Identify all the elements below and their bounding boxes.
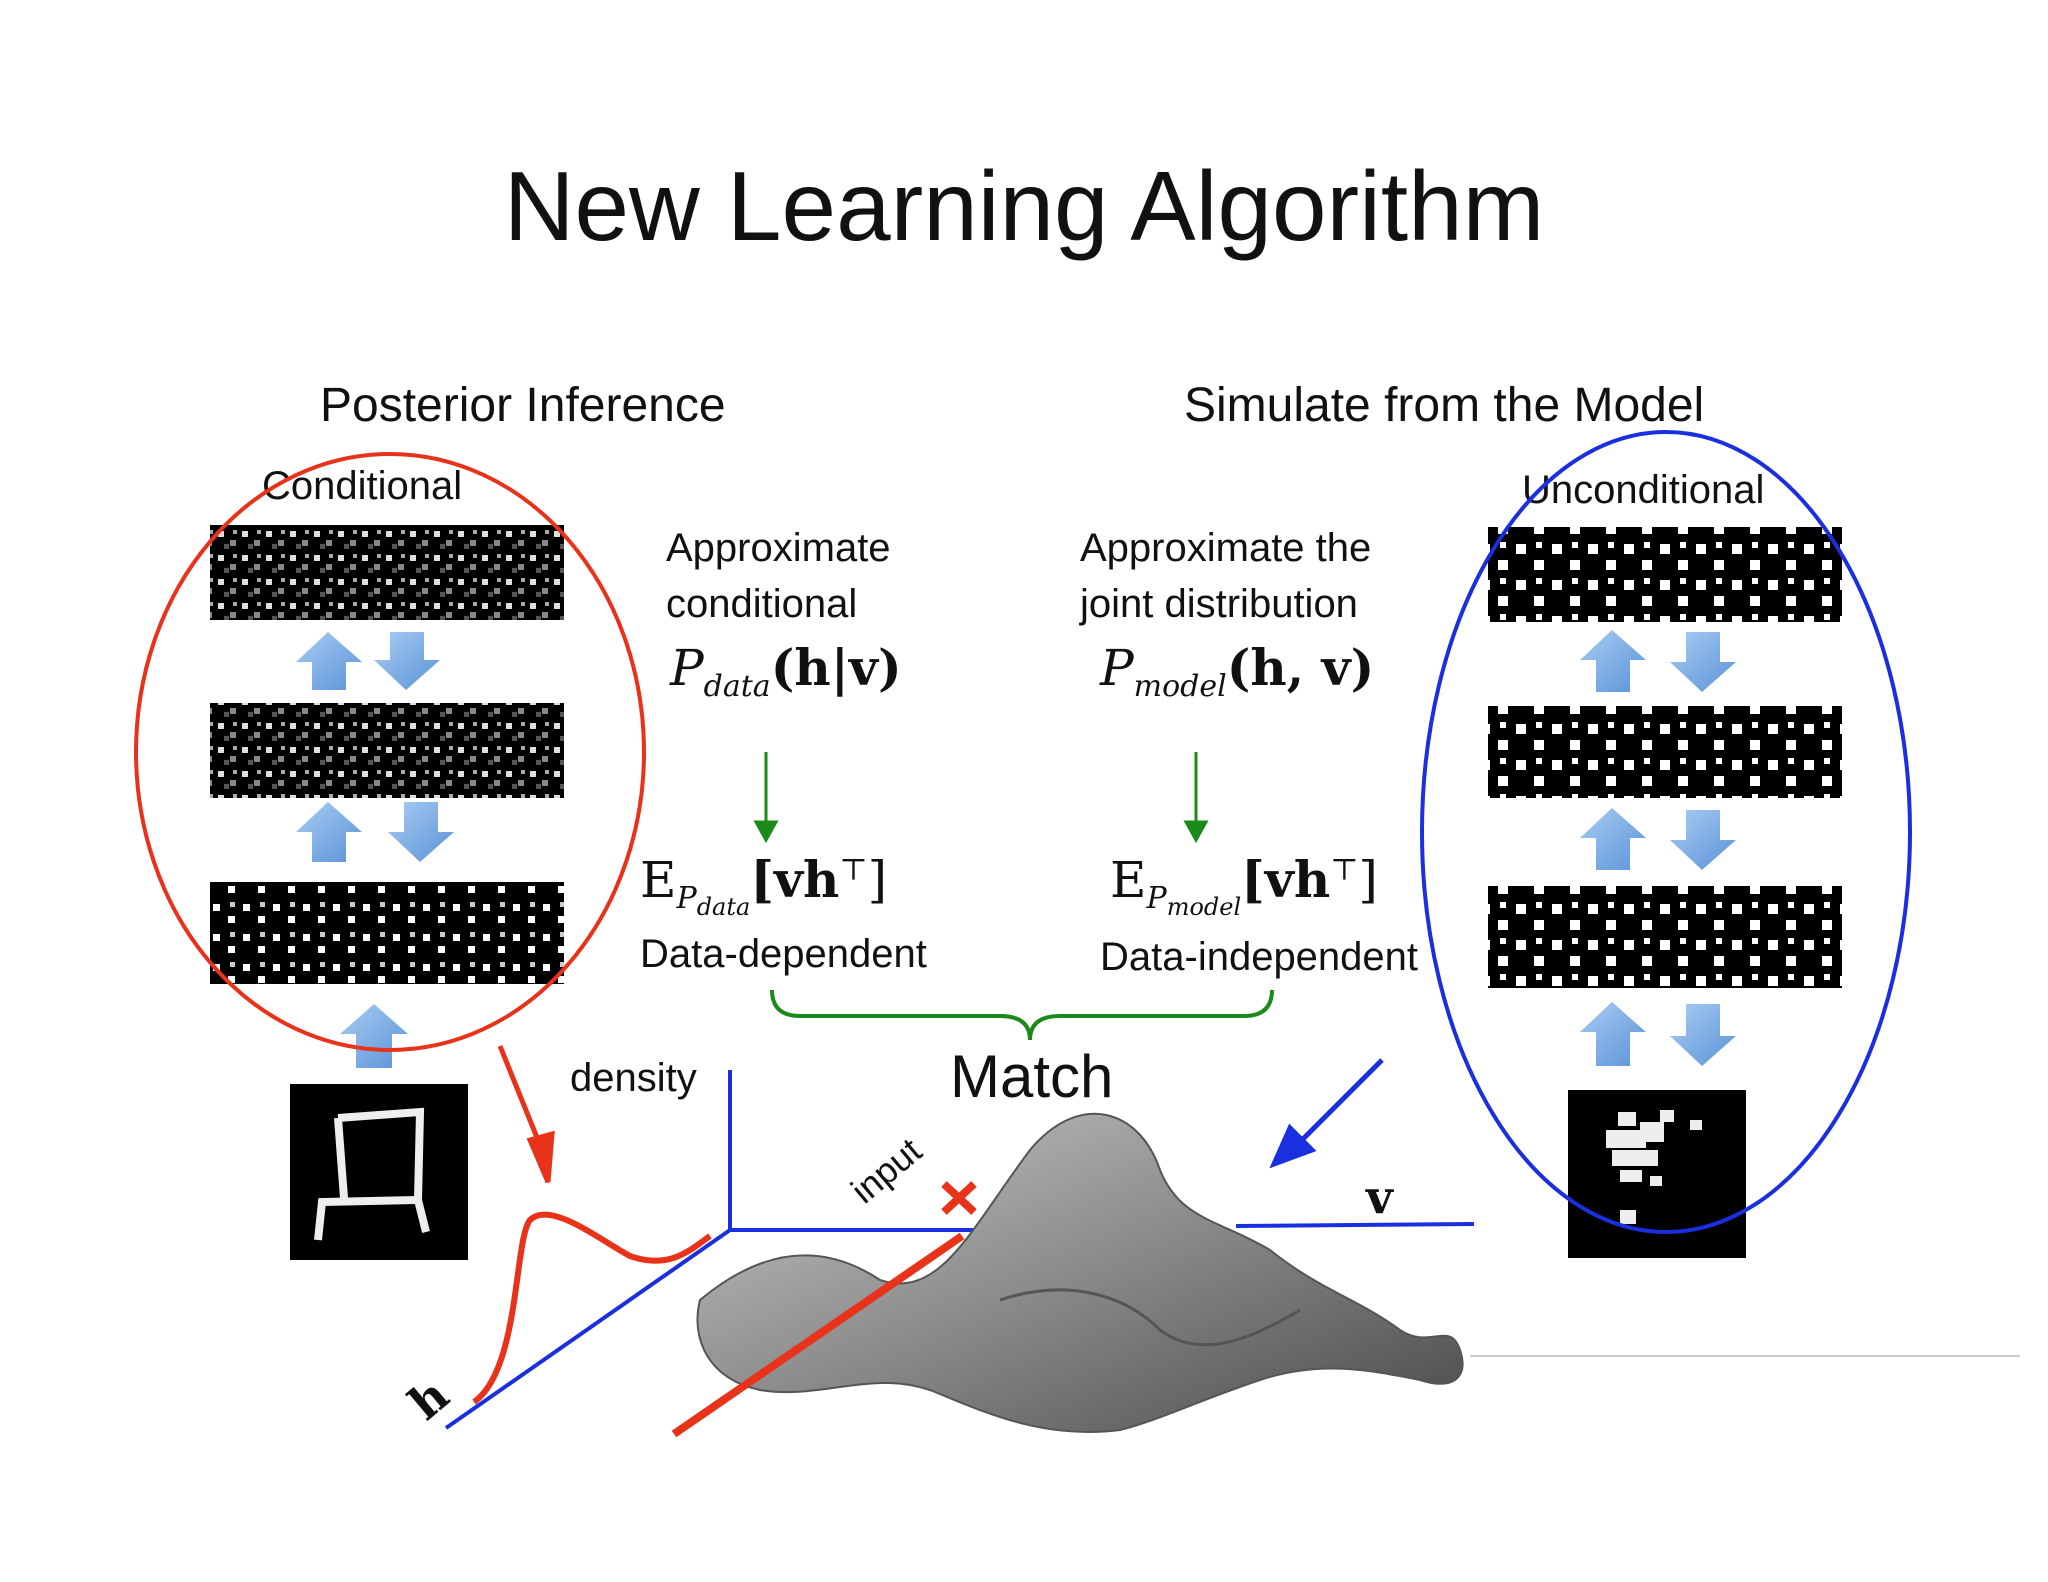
left-heading: Posterior Inference xyxy=(320,379,726,432)
right-exp-sub: P xyxy=(1146,881,1167,916)
data-dependent-label: Data-dependent xyxy=(640,932,927,976)
right-hidden-layer-1 xyxy=(1488,706,1842,798)
left-exp-close: ] xyxy=(867,851,888,909)
axes xyxy=(444,1070,1475,1430)
up-arrow-icon xyxy=(296,802,362,862)
left-prob-args: (h|v) xyxy=(770,638,902,697)
v-axis xyxy=(1235,1222,1475,1228)
right-description-line-1: Approximate the xyxy=(1080,526,1372,570)
right-expectation-formula: EPmodel[vh⊤] xyxy=(1110,850,1378,921)
green-arrows xyxy=(753,752,1209,844)
generated-sample-pixels xyxy=(1606,1110,1702,1224)
up-arrow-icon xyxy=(1580,1002,1646,1066)
left-exp-transpose: ⊤ xyxy=(839,852,868,888)
left-exp-subsub: data xyxy=(696,893,751,921)
up-arrow-icon xyxy=(296,632,362,690)
left-expectation-formula: EPdata[vh⊤] xyxy=(640,850,887,921)
right-description: Approximate the joint distribution xyxy=(1080,520,1371,632)
right-prob-symbol: P xyxy=(1100,639,1134,697)
down-arrow-icon xyxy=(1670,632,1736,692)
right-visible-layer xyxy=(1488,886,1842,988)
right-layer-arrows xyxy=(1580,630,1736,1066)
energy-surface xyxy=(696,1112,1464,1433)
up-arrow-icon xyxy=(1580,808,1646,870)
posterior-slice-line xyxy=(671,1232,965,1438)
v-axis-label: v xyxy=(1366,1170,1393,1224)
surface-fold xyxy=(999,1288,1301,1347)
unconditional-ellipse xyxy=(1420,430,1912,1234)
conditional-label: Conditional xyxy=(262,464,463,508)
match-label: Match xyxy=(950,1043,1114,1110)
right-exp-close: ] xyxy=(1358,851,1378,909)
right-exp-transpose: ⊤ xyxy=(1330,852,1359,888)
left-prob-sub: data xyxy=(703,669,771,704)
left-hidden-layer-1 xyxy=(210,703,564,798)
match-brace xyxy=(770,989,1274,1041)
input-x-marker-icon xyxy=(941,1181,977,1215)
data-independent-label: Data-independent xyxy=(1100,935,1419,979)
density-axis-label: density xyxy=(570,1056,697,1100)
right-prob-sub: model xyxy=(1133,669,1227,704)
left-exp-sub: P xyxy=(676,881,697,916)
slide-title: New Learning Algorithm xyxy=(503,151,1545,261)
right-hidden-layer-2 xyxy=(1488,527,1842,622)
red-pointer-arrow xyxy=(497,1045,555,1183)
arrow-down-icon xyxy=(753,820,779,844)
right-exp-args: [vh xyxy=(1241,850,1331,909)
left-exp-args: [vh xyxy=(750,850,840,909)
right-heading: Simulate from the Model xyxy=(1184,379,1705,432)
left-description: Approximate conditional xyxy=(666,520,891,632)
left-hidden-layer-2 xyxy=(210,525,564,620)
unconditional-label: Unconditional xyxy=(1522,468,1765,512)
right-probability-formula: Pmodel(h, v) xyxy=(1100,638,1374,704)
blue-pointer-arrow xyxy=(1269,1058,1384,1169)
left-probability-formula: Pdata(h|v) xyxy=(670,638,902,704)
down-arrow-icon xyxy=(388,802,454,862)
down-arrow-icon xyxy=(1670,1004,1736,1066)
conditional-ellipse xyxy=(134,452,646,1052)
posterior-density-curve xyxy=(472,1211,712,1405)
left-prob-symbol: P xyxy=(670,639,704,697)
up-arrow-icon xyxy=(340,1004,408,1068)
left-description-line-2: conditional xyxy=(666,582,858,626)
digit-strokes xyxy=(314,1107,430,1241)
left-visible-layer xyxy=(210,882,564,984)
down-arrow-icon xyxy=(374,632,440,690)
arrow-head-icon xyxy=(526,1130,555,1183)
right-exp-subsub: model xyxy=(1166,893,1242,921)
left-exp-symbol: E xyxy=(640,851,677,909)
right-exp-symbol: E xyxy=(1110,851,1147,909)
down-arrow-icon xyxy=(1670,810,1736,870)
right-description-line-2: joint distribution xyxy=(1080,582,1358,626)
h-axis xyxy=(444,1228,732,1430)
left-description-line-1: Approximate xyxy=(666,526,891,570)
arrow-head-icon xyxy=(1269,1123,1317,1169)
left-layer-arrows xyxy=(296,632,454,1068)
up-arrow-icon xyxy=(1580,630,1646,692)
right-prob-args: (h, v) xyxy=(1226,638,1375,697)
arrow-down-icon xyxy=(1183,820,1209,844)
